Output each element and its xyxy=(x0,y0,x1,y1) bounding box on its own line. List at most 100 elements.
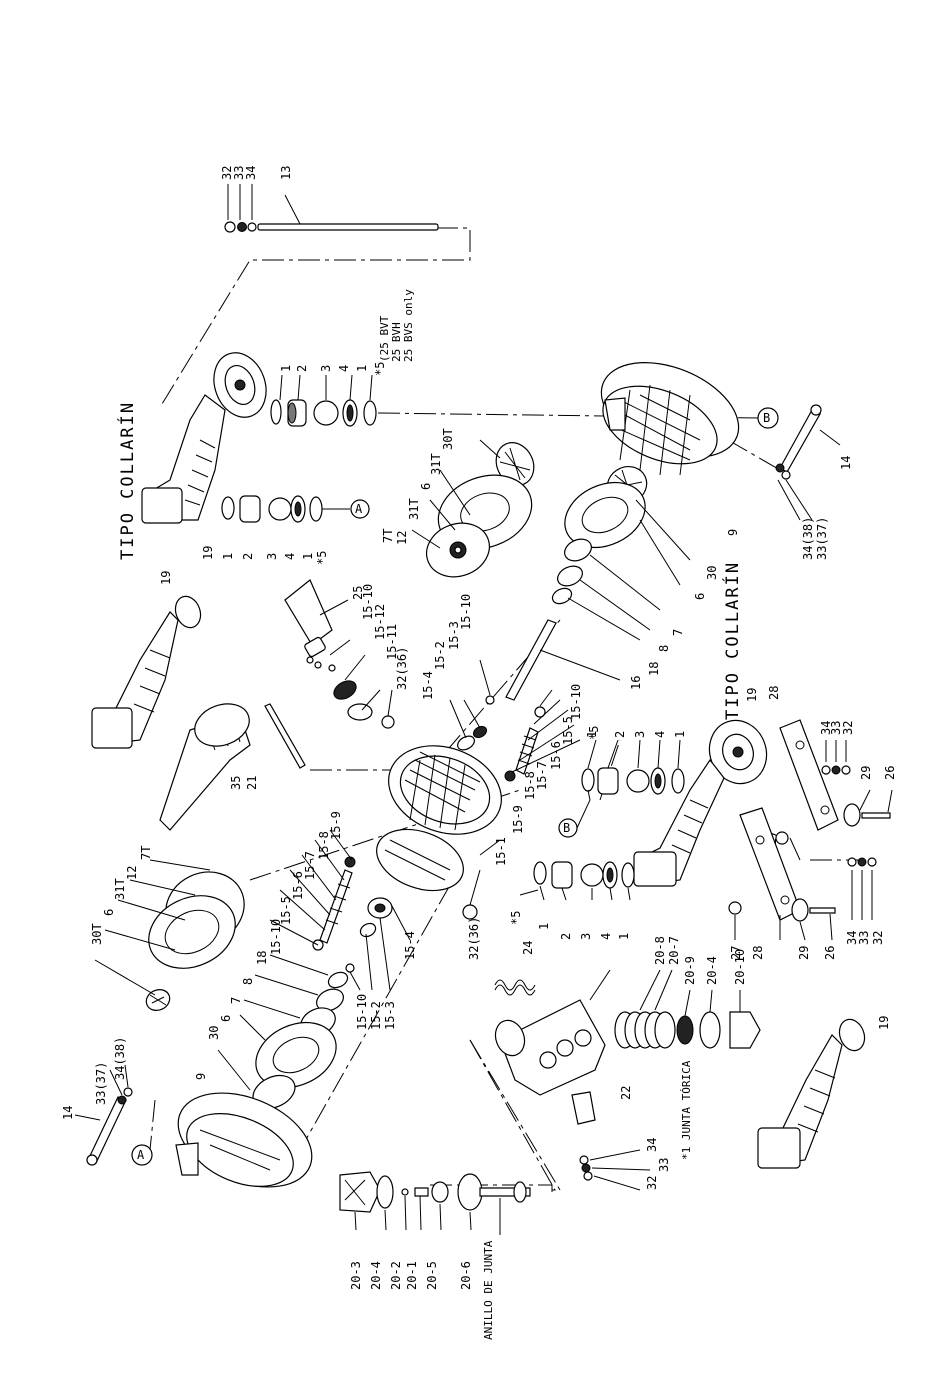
label-20-9: 20-9 xyxy=(683,956,697,985)
label-32-36-lower: 32(36) xyxy=(467,917,481,960)
pilot-valve-right xyxy=(504,689,581,782)
label-19-lower-right: 19 xyxy=(877,1016,891,1030)
label-34-lower-clamp: 34 xyxy=(845,931,859,945)
diaphragm-stack-left xyxy=(217,954,349,1110)
label-6-left-stack: 6 xyxy=(219,1015,233,1022)
label-16: 16 xyxy=(629,676,643,690)
label-20-5: 20-5 xyxy=(425,1261,439,1290)
label-7t-left: 7T xyxy=(139,846,153,860)
shaft xyxy=(505,619,621,701)
label-34-38-right: 34(38) xyxy=(801,517,815,560)
label-7t-upper: 7T xyxy=(381,529,395,543)
manifold-lower-right xyxy=(757,1018,866,1169)
manifold-upper-left xyxy=(91,595,202,749)
label-34-upper-clamp: 34 xyxy=(819,721,833,735)
title-tipo-collarin-right: TIPO COLLARÍN xyxy=(721,561,743,720)
diaphragm-group-left xyxy=(94,859,245,1011)
label-14-right: 14 xyxy=(839,456,853,470)
valve-seat-stack-lower xyxy=(519,861,635,901)
label-15-10-muffler: 15-10 xyxy=(361,584,375,620)
label-33-37-left: 33(37) xyxy=(94,1062,108,1105)
label-20-6: 20-6 xyxy=(459,1261,473,1290)
washers-valve-block xyxy=(579,1149,651,1191)
label-20-4-bottom: 20-4 xyxy=(369,1261,383,1290)
label-15-9-pilot-l: 15-9 xyxy=(329,811,343,840)
label-20-8: 20-8 xyxy=(653,936,667,965)
label-30-left: 30 xyxy=(207,1026,221,1040)
label-35: 35 xyxy=(229,776,243,790)
label-15-5-pilot-l: 15-5 xyxy=(279,896,293,925)
label-15-10-pilot-r: 15-10 xyxy=(569,684,583,720)
label-18-left: 18 xyxy=(255,951,269,965)
air-chamber-right xyxy=(600,362,779,476)
clamp-assembly-lower xyxy=(728,807,877,941)
label-15-11: 15-11 xyxy=(385,624,399,660)
label-30-right: 30 xyxy=(705,566,719,580)
marker-b-right: B xyxy=(763,411,770,425)
label-star5-mid: *5 xyxy=(587,726,601,740)
label-12-upper: 12 xyxy=(395,531,409,545)
label-20-3: 20-3 xyxy=(349,1261,363,1290)
label-26-upper-clamp: 26 xyxy=(883,766,897,780)
label-33-lower-clamp: 33 xyxy=(857,931,871,945)
label-6-right: 6 xyxy=(693,593,707,600)
label-31t-left: 31T xyxy=(113,878,127,900)
label-6-left: 6 xyxy=(102,909,116,916)
label-15-9-pilot-r: 15-9 xyxy=(511,805,525,834)
label-28-upper-clamp: 28 xyxy=(767,686,781,700)
label-9-left: 9 xyxy=(194,1073,208,1080)
label-1-b: 1 xyxy=(355,365,369,372)
label-19-right-collar: 19 xyxy=(745,688,759,702)
label-12-left: 12 xyxy=(125,866,139,880)
label-star5-stack-a: *5 xyxy=(315,551,329,565)
label-27-lower-clamp: 27 xyxy=(729,946,743,960)
label-33-37-right: 33(37) xyxy=(815,517,829,560)
label-20-10: 20-10 xyxy=(733,949,747,985)
label-15-1: 15-1 xyxy=(494,837,508,866)
marker-a-lower: A xyxy=(137,1148,145,1162)
label-1-mid: 1 xyxy=(585,731,599,738)
label-15-10-center: 15-10 xyxy=(459,594,473,630)
label-1b-stack-a: 1 xyxy=(301,553,315,560)
label-20-1: 20-1 xyxy=(405,1261,419,1290)
label-4-lower: 4 xyxy=(599,933,613,940)
label-22: 22 xyxy=(619,1086,633,1100)
muffler-assembly xyxy=(284,579,395,729)
label-31t-upper: 31T xyxy=(429,453,443,475)
label-30t-left: 30T xyxy=(90,923,104,945)
note-25-bvs: 25 BVS only xyxy=(402,289,415,362)
label-1-a: 1 xyxy=(279,365,293,372)
spool-stack-right xyxy=(614,969,761,1049)
label-32-upper-clamp: 32 xyxy=(841,721,855,735)
spool-assembly-bottom xyxy=(339,1171,531,1235)
label-2-lower: 2 xyxy=(559,933,573,940)
label-15-7-pilot-r: 15-7 xyxy=(535,761,549,790)
label-15-10-pilot-l: 15-10 xyxy=(269,919,283,955)
label-15-8-pilot-r: 15-8 xyxy=(523,771,537,800)
label-2-mid: 2 xyxy=(613,731,627,738)
valve-seat-stack-a xyxy=(221,495,370,523)
label-3: 3 xyxy=(319,365,333,372)
label-15-4-center: 15-4 xyxy=(421,671,435,700)
label-15-10-left-parts: 15-10 xyxy=(355,994,369,1030)
label-3-mid: 3 xyxy=(633,731,647,738)
label-29-upper-clamp: 29 xyxy=(859,766,873,780)
center-body xyxy=(376,745,502,920)
label-28-lower-clamp: 28 xyxy=(751,946,765,960)
label-26-lower-clamp: 26 xyxy=(823,946,837,960)
label-15-3-left-parts: 15-3 xyxy=(383,1001,397,1030)
pilot-valve-left xyxy=(269,829,356,951)
diaphragm-stack-right xyxy=(551,466,691,641)
assembly-lines xyxy=(149,227,860,1192)
label-20-7: 20-7 xyxy=(667,936,681,965)
note-junta-torica: *1 JUNTA TÓRICA xyxy=(680,1060,693,1160)
label-15-5-pilot-r: 15-5 xyxy=(561,716,575,745)
label-star5-lower: *5 xyxy=(509,911,523,925)
label-34-top: 34 xyxy=(244,166,258,180)
label-3-stack-a: 3 xyxy=(265,553,279,560)
label-24: 24 xyxy=(521,941,535,955)
label-30t-upper: 30T xyxy=(441,428,455,450)
label-32-top: 32 xyxy=(220,166,234,180)
label-4: 4 xyxy=(337,365,351,372)
